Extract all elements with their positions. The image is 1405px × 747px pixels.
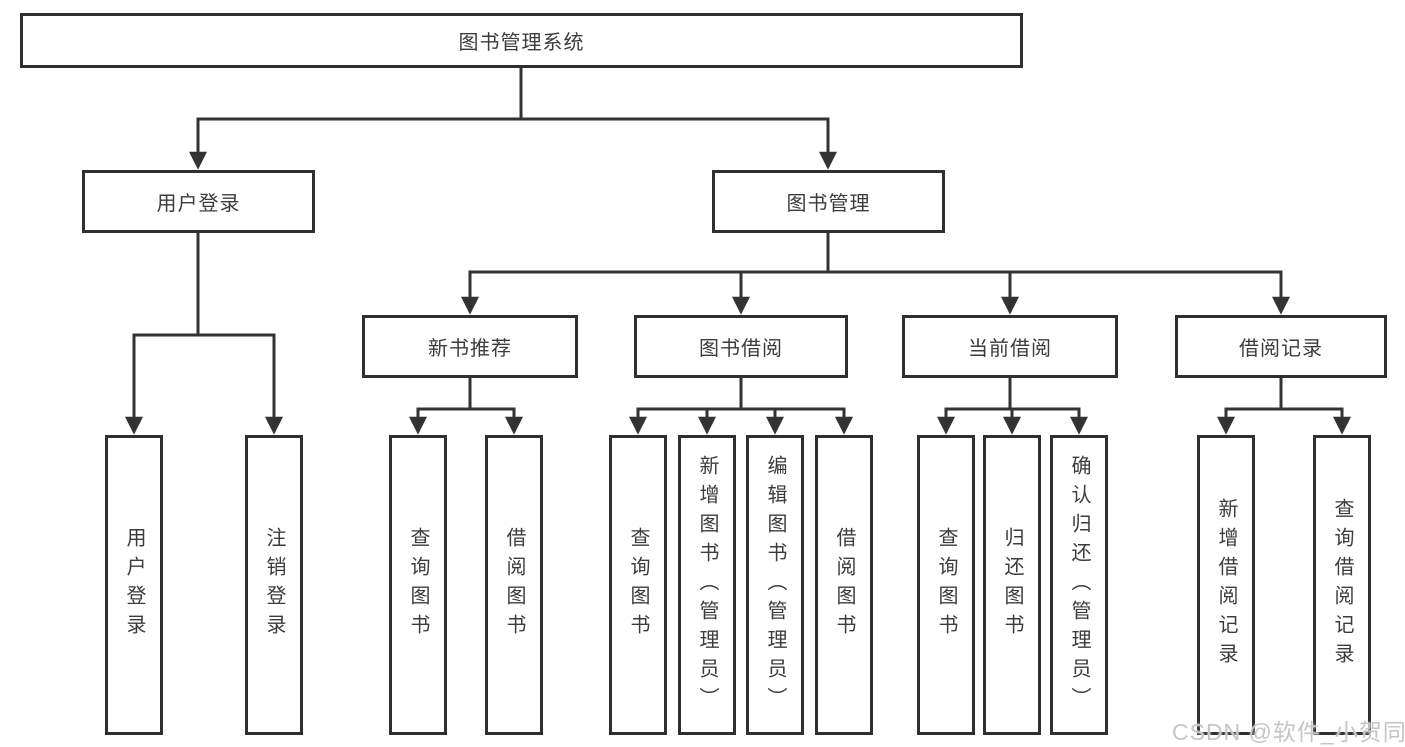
node-book-management: 图书管理: [712, 170, 945, 233]
leaf-confirm-return-admin: 确认归还（管理员）: [1050, 435, 1108, 735]
node-label: 确认归还（管理员）: [1068, 454, 1090, 716]
node-label: 借阅图书: [833, 527, 855, 643]
node-label: 查询图书: [407, 527, 429, 643]
leaf-borrow-books: 借阅图书: [815, 435, 873, 735]
node-label: 用户登录: [156, 193, 241, 215]
node-label: 当前借阅: [968, 338, 1052, 360]
leaf-query-books-borrow: 查询图书: [609, 435, 667, 735]
node-borrowing-records: 借阅记录: [1175, 315, 1387, 378]
node-library-management-system: 图书管理系统: [20, 13, 1023, 68]
node-label: 借阅图书: [503, 527, 525, 643]
node-label: 新增借阅记录: [1215, 498, 1237, 672]
node-user-login: 用户登录: [82, 170, 315, 233]
leaf-add-books-admin: 新增图书（管理员）: [678, 435, 736, 735]
leaf-return-books: 归还图书: [983, 435, 1041, 735]
leaf-query-books-recommend: 查询图书: [389, 435, 447, 735]
leaf-edit-books-admin: 编辑图书（管理员）: [746, 435, 804, 735]
node-label: 查询图书: [935, 527, 957, 643]
node-label: 编辑图书（管理员）: [764, 454, 786, 716]
node-label: 图书管理: [786, 193, 871, 215]
leaf-user-login: 用户登录: [105, 435, 163, 735]
node-book-borrowing: 图书借阅: [634, 315, 848, 378]
node-label: 注销登录: [263, 527, 285, 643]
leaf-logout: 注销登录: [245, 435, 303, 735]
node-label: 新增图书（管理员）: [696, 454, 718, 716]
leaf-query-borrow-record: 查询借阅记录: [1313, 435, 1371, 735]
node-label: 查询图书: [627, 527, 649, 643]
leaf-query-books-current: 查询图书: [917, 435, 975, 735]
leaf-borrow-books-recommend: 借阅图书: [485, 435, 543, 735]
node-label: 图书借阅: [699, 338, 783, 360]
node-current-borrowing: 当前借阅: [902, 315, 1118, 378]
csdn-watermark: CSDN @软件_小贺同学: [1172, 719, 1405, 745]
node-label: 归还图书: [1001, 527, 1023, 643]
leaf-add-borrow-record: 新增借阅记录: [1197, 435, 1255, 735]
node-label: 查询借阅记录: [1331, 498, 1353, 672]
node-label: 用户登录: [123, 527, 145, 643]
node-new-book-recommendation: 新书推荐: [362, 315, 578, 378]
node-label: 新书推荐: [428, 338, 512, 360]
node-label: 图书管理系统: [458, 32, 585, 54]
node-label: 借阅记录: [1239, 338, 1323, 360]
